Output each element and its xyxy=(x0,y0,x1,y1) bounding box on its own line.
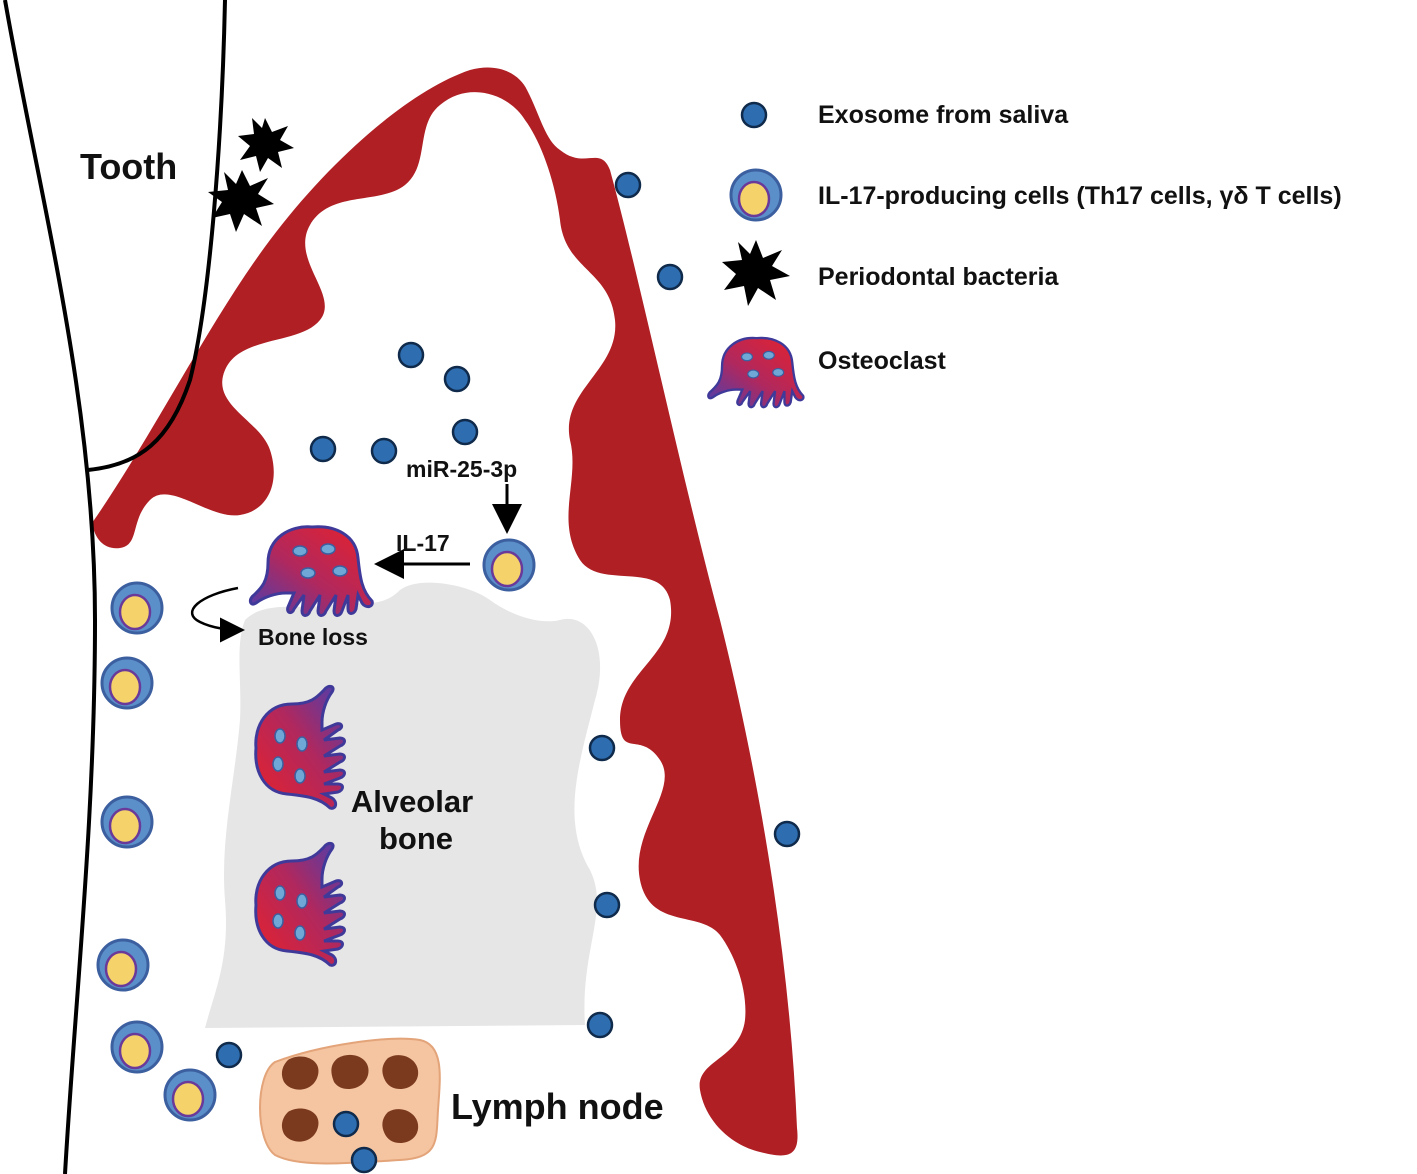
exosomes xyxy=(215,171,801,1174)
mirna-label: miR-25-3p xyxy=(406,456,517,482)
tooth-outline xyxy=(3,0,227,1174)
alveolar-bone-label-line1: Alveolar xyxy=(351,784,473,819)
alveolar-bone-label-line2: bone xyxy=(379,821,453,856)
lymph-node xyxy=(259,1037,441,1165)
bacteria-icon xyxy=(238,118,294,172)
il17-cell-icon xyxy=(729,168,783,222)
bacteria-icon xyxy=(722,240,790,306)
legend-label-bacteria: Periodontal bacteria xyxy=(818,263,1059,291)
exosome-icon xyxy=(740,101,768,129)
osteoclast-icon xyxy=(707,336,805,409)
legend-label-exosome: Exosome from saliva xyxy=(818,101,1069,129)
bone-loss-label: Bone loss xyxy=(258,624,368,650)
il17-label: IL-17 xyxy=(396,530,450,556)
tooth-label: Tooth xyxy=(80,146,177,187)
gingiva xyxy=(92,67,798,1156)
legend: Exosome from saliva IL-17-producing cell… xyxy=(707,101,1342,409)
bone-loss-arrow xyxy=(190,586,245,643)
il17-cells xyxy=(96,538,536,1122)
osteoclast xyxy=(248,525,374,617)
lymph-node-label: Lymph node xyxy=(451,1086,664,1127)
legend-label-osteoclast: Osteoclast xyxy=(818,347,947,375)
legend-label-il17-cells: IL-17-producing cells (Th17 cells, γδ T … xyxy=(818,182,1342,210)
bacteria-icon xyxy=(208,170,274,232)
